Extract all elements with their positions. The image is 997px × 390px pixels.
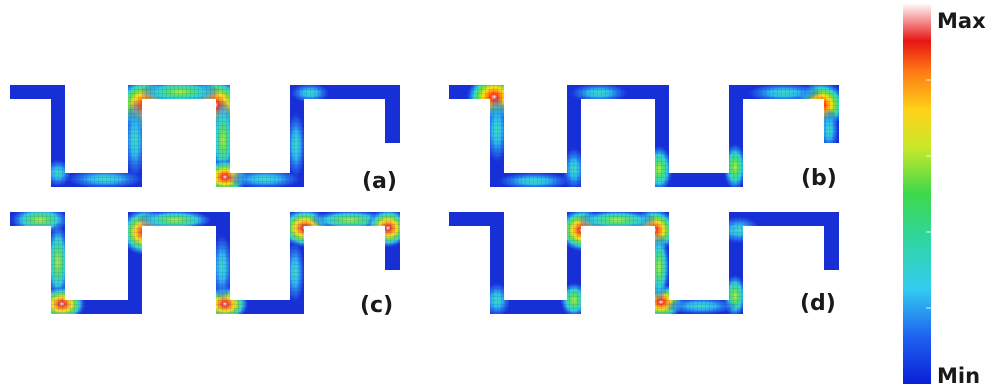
panel-label-c: (c) [360,293,393,318]
panel-a [10,85,400,187]
colorbar-gradient [903,3,931,384]
panel-label-a: (a) [362,169,397,194]
panel-label-b: (b) [801,166,837,191]
colorbar: Max Min [903,3,986,388]
panel-d [449,212,839,314]
colorbar-min-label: Min [937,364,980,388]
panel-c [10,212,400,314]
panel-b [449,85,839,187]
panel-label-d: (d) [800,291,836,316]
colorbar-max-label: Max [937,9,986,33]
colorbar-ticks [926,79,931,309]
